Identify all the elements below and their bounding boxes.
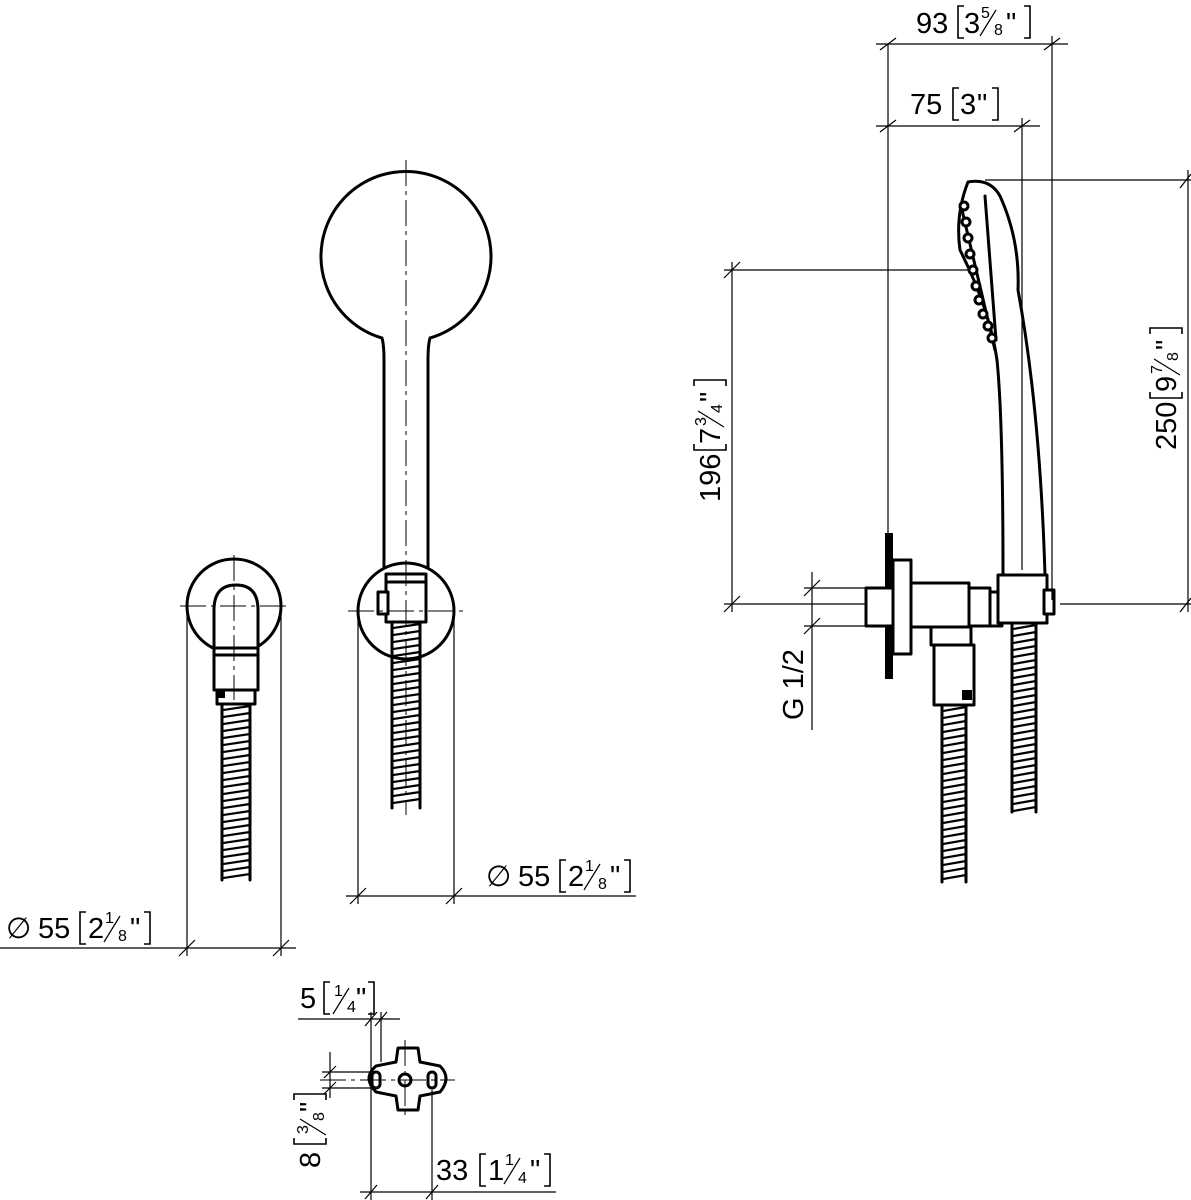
svg-text:5: 5 (300, 983, 316, 1015)
svg-text:9: 9 (1151, 376, 1183, 392)
svg-text:": " (295, 1102, 327, 1112)
wall-rosette (891, 558, 913, 656)
svg-text:1: 1 (488, 1155, 504, 1187)
svg-text:196: 196 (695, 454, 727, 502)
nozzle-5 (967, 264, 979, 276)
hand-shower-front-view (319, 160, 493, 815)
svg-text:3: 3 (964, 8, 980, 40)
svg-text:7: 7 (695, 428, 727, 444)
holder-knob (376, 590, 390, 616)
holder-cone (996, 573, 1049, 625)
elbow-neck (929, 625, 973, 647)
nozzle-1 (958, 200, 970, 212)
svg-text:": " (977, 89, 987, 121)
svg-text:3: 3 (693, 417, 710, 426)
svg-text:8: 8 (1165, 352, 1182, 361)
svg-text:1: 1 (334, 983, 343, 1000)
svg-text:93: 93 (916, 8, 948, 40)
spray-nozzles (958, 200, 998, 344)
svg-text:3: 3 (295, 1125, 312, 1134)
dim-thread: G 1/2 (778, 649, 810, 720)
nozzle-7 (973, 294, 985, 306)
svg-text:1: 1 (105, 910, 114, 927)
svg-text:3: 3 (960, 89, 976, 121)
side-hose-left (940, 703, 968, 884)
svg-text:G 1/2: G 1/2 (778, 649, 810, 720)
svg-text:7: 7 (1149, 365, 1166, 374)
svg-text:4: 4 (709, 404, 726, 413)
dim-hole-diameter: 8 3 8 " (293, 1093, 328, 1168)
dimension-lines (0, 36, 1191, 1200)
outlet-elbow (212, 583, 260, 692)
side-hose-right (1010, 621, 1038, 814)
svg-text:8: 8 (994, 22, 1003, 39)
svg-text:8: 8 (118, 928, 127, 945)
svg-text:1: 1 (585, 858, 594, 875)
dim-overall-depth: 93 3 5 8 " (916, 5, 1031, 40)
nozzle-8 (977, 308, 989, 320)
svg-text:": " (610, 861, 620, 893)
nozzle-10 (986, 332, 998, 344)
outlet-hose (220, 702, 252, 882)
svg-text:∅: ∅ (486, 861, 511, 893)
svg-text:": " (130, 913, 140, 945)
svg-text:": " (530, 1155, 540, 1187)
svg-text:55: 55 (38, 913, 70, 945)
svg-text:8: 8 (295, 1152, 327, 1168)
svg-text:": " (695, 392, 727, 402)
dim-head-depth: 75 3 " (910, 87, 999, 121)
dim-plate-thickness: 5 1 4 " (300, 981, 375, 1016)
svg-text:33: 33 (436, 1155, 468, 1187)
svg-text:2: 2 (568, 861, 584, 893)
svg-text:75: 75 (910, 89, 942, 121)
holder-side-knob (1042, 588, 1056, 616)
dim-overall-height: 250 9 7 8 " (1149, 327, 1183, 450)
svg-text:∅: ∅ (6, 913, 31, 945)
nozzle-3 (962, 232, 974, 244)
svg-text:250: 250 (1151, 402, 1183, 450)
dim-rosette-diameter-right: ∅ 55 2 1 8 " (486, 858, 631, 893)
svg-text:8: 8 (311, 1112, 328, 1121)
svg-text:": " (1006, 8, 1016, 40)
svg-text:2: 2 (88, 913, 104, 945)
dim-rosette-diameter-left: ∅ 55 2 1 8 " (6, 910, 151, 945)
thread-connector (864, 586, 895, 628)
nozzle-4 (964, 248, 976, 260)
svg-text:5: 5 (981, 5, 990, 22)
svg-text:4: 4 (518, 1170, 527, 1187)
svg-text:4: 4 (347, 999, 356, 1016)
svg-text:8: 8 (598, 876, 607, 893)
elbow-outlet (967, 586, 992, 628)
nozzle-6 (970, 280, 982, 292)
nozzle-9 (982, 320, 994, 332)
svg-text:": " (356, 983, 366, 1015)
dim-hole-spacing: 33 1 1 4 " (436, 1152, 551, 1187)
nozzle-2 (960, 216, 972, 228)
svg-text:": " (1151, 340, 1183, 350)
mounting-plate-view (320, 1040, 455, 1120)
side-view (864, 179, 1056, 884)
dim-outlet-height: 196 7 3 4 " (693, 379, 727, 502)
svg-text:1: 1 (505, 1152, 514, 1169)
svg-text:55: 55 (518, 861, 550, 893)
elbow-body (909, 581, 971, 629)
wall-outlet-front-view (180, 555, 290, 882)
